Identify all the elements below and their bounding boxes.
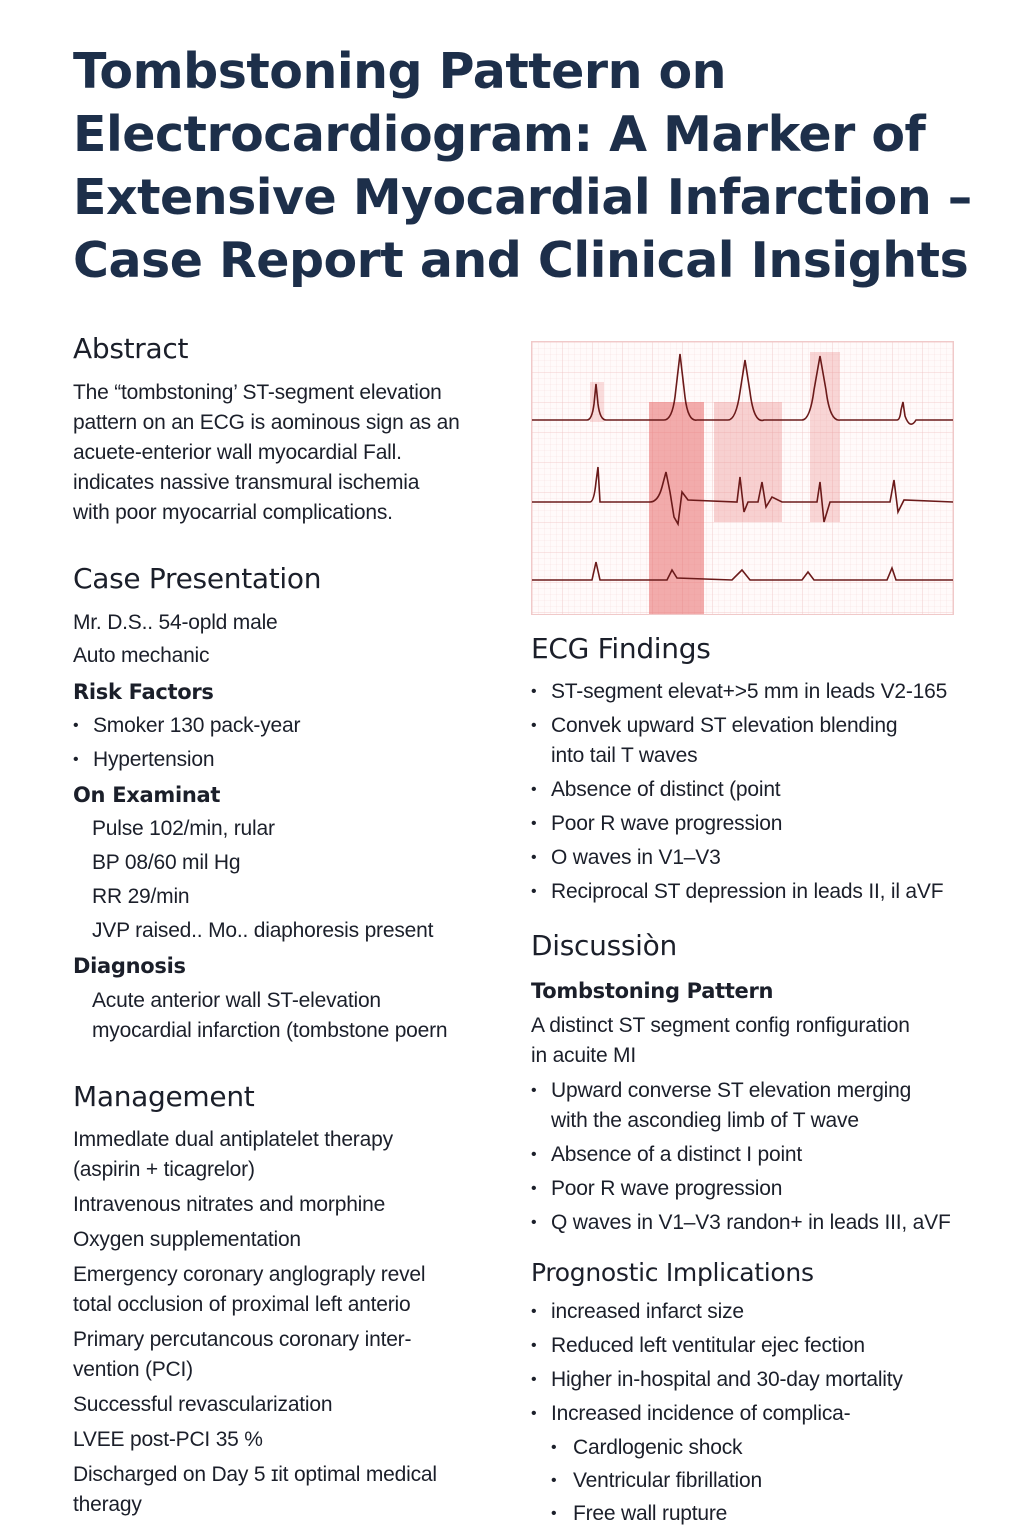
patient-line: Auto mechanic — [73, 644, 210, 667]
exam-item: BP 08/60 mil Hg — [92, 851, 241, 874]
abstract-line: indicates nassive transmural ischemia — [73, 471, 420, 494]
abstract-heading: Abstract — [73, 332, 189, 365]
management-line: Emergency coronary anglograply revel — [73, 1263, 426, 1286]
prognostic-list: increased infarct size Reduced left vent… — [531, 1297, 1001, 1429]
discussion-intro-line: A distinct ST segment config ronfigurati… — [531, 1014, 910, 1037]
discussion-item: Absence of a distinct I point — [531, 1140, 1001, 1170]
left-column: Abstract The “tombstoning’ ST-segment el… — [73, 332, 513, 1520]
discussion-item: Q waves in V1–V3 randon+ in leads III, a… — [531, 1208, 1001, 1238]
ecg-highlight-band — [649, 402, 704, 614]
ecg-findings-list: ST-segment elevat+>5 mm in leads V2-165 … — [531, 677, 1001, 907]
abstract-text: The “tombstoning’ ST-segment elevation p… — [73, 378, 513, 528]
abstract-line: with poor myocarrial complications. — [73, 501, 393, 524]
management-line: theragy — [73, 1493, 142, 1516]
prognostic-item: Higher in-hospital and 30-day mortality — [531, 1365, 1001, 1395]
management-line: Discharged on Day 5 ɪit optimal medical — [73, 1463, 437, 1486]
management-line: Immedlate dual antiplatelet therapy — [73, 1128, 393, 1151]
ecg-finding-item: ST-segment elevat+>5 mm in leads V2-165 — [531, 677, 1001, 707]
prognostic-item: increased infarct size — [531, 1297, 1001, 1327]
examination-heading: On Examinat — [73, 783, 221, 807]
risk-factor-item: Smoker 130 pack-year — [73, 709, 513, 743]
ecg-trace-lead-3 — [532, 561, 953, 581]
management-line: Intravenous nitrates and morphine — [73, 1193, 386, 1216]
ecg-finding-item: Reciprocal ST depression in leads II, il… — [531, 877, 1001, 907]
prognostic-item: Reduced left ventitular ejec fection — [531, 1331, 1001, 1361]
abstract-line: acuete-enterior wall myocardial Fall. — [73, 441, 402, 464]
ecg-finding-item: Absence of distinct (point — [531, 775, 1001, 805]
discussion-list: Upward converse ST elevation merging wit… — [531, 1076, 1001, 1238]
discussion-intro-line: in acuite MI — [531, 1044, 636, 1067]
exam-item: RR 29/min — [92, 885, 190, 908]
right-column: ECG Findings ST-segment elevat+>5 mm in … — [531, 632, 1001, 1532]
complication-item: Free wall rupture — [531, 1499, 1001, 1529]
discussion-item: Upward converse ST elevation merging wit… — [531, 1076, 1001, 1136]
management-line: LVEE post-PCI 35 % — [73, 1428, 263, 1451]
ecg-findings-heading: ECG Findings — [531, 632, 711, 665]
management-heading: Management — [73, 1080, 255, 1113]
risk-factor-item: Hypertension — [73, 743, 513, 777]
management-line: vention (PCI) — [73, 1358, 193, 1381]
diagnosis-line: Acute anterior wall ST-elevation — [92, 989, 381, 1012]
prognostic-heading: Prognostic Implications — [531, 1258, 814, 1287]
complication-item: Ventricular fibrillation — [531, 1466, 1001, 1496]
paper-title: Tombstoning Pattern on Electrocardiogram… — [73, 43, 972, 289]
discussion-item: Poor R wave progression — [531, 1174, 1001, 1204]
diagnosis-heading: Diagnosis — [73, 954, 186, 978]
prognostic-item: Increased incidence of complica- — [531, 1399, 1001, 1429]
complications-list: Cardlogenic shock Ventricular fibrillati… — [531, 1433, 1001, 1529]
abstract-line: pattern on an ECG is aominous sign as an — [73, 411, 460, 434]
diagnosis-line: myocardial infarction (tombstone poern — [92, 1019, 448, 1042]
management-list: Immedlate dual antiplatelet therapy (asp… — [73, 1125, 513, 1520]
tombstoning-pattern-heading: Tombstoning Pattern — [531, 979, 774, 1003]
ecg-highlight-band — [810, 352, 840, 522]
exam-item: Pulse 102/min, rular — [92, 817, 275, 840]
exam-item: JVP raised.. Mo.. diaphoresis present — [92, 919, 434, 942]
ecg-trace-lead-1 — [532, 353, 953, 425]
complication-item: Cardlogenic shock — [531, 1433, 1001, 1463]
ecg-finding-item: Poor R wave progression — [531, 809, 1001, 839]
ecg-trace-lead-2 — [532, 466, 953, 527]
management-line: Primary percutancous coronary inter- — [73, 1328, 412, 1351]
patient-line: Mr. D.S.. 54-opld male — [73, 611, 278, 634]
ecg-figure — [531, 341, 954, 615]
ecg-finding-item: Convek upward ST elevation blending into… — [531, 711, 1001, 771]
management-line: Successful revascularization — [73, 1393, 333, 1416]
abstract-line: The “tombstoning’ ST-segment elevation — [73, 381, 442, 404]
case-presentation-heading: Case Presentation — [73, 562, 322, 595]
risk-factors-heading: Risk Factors — [73, 680, 214, 704]
discussion-heading: Discussiòn — [531, 929, 677, 962]
management-line: (aspirin + ticagrelor) — [73, 1158, 255, 1181]
ecg-finding-item: O waves in V1–V3 — [531, 843, 1001, 873]
management-line: Oxygen supplementation — [73, 1228, 301, 1251]
management-line: total occlusion of proximal left anterio — [73, 1293, 411, 1316]
